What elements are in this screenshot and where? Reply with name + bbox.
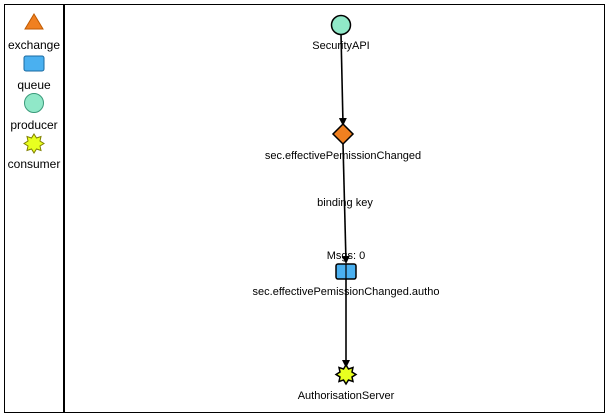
producer-label: SecurityAPI: [312, 40, 369, 52]
legend-panel: exchange queue producer consumer: [5, 5, 63, 412]
binding-key-label: binding key: [317, 197, 373, 209]
queue-node[interactable]: [335, 263, 357, 280]
consumer-label: AuthorisationServer: [298, 390, 395, 402]
queue-rect-icon: [23, 55, 45, 72]
legend-label-exchange: exchange: [7, 38, 61, 52]
edge-exchange-to-queue: [341, 143, 350, 264]
exchange-node[interactable]: [331, 122, 355, 146]
legend-label-producer: producer: [10, 118, 58, 132]
legend-icons: [23, 13, 45, 154]
consumer-node[interactable]: [334, 363, 358, 386]
queue-label: sec.effectivePemissionChanged.autho: [253, 286, 440, 298]
legend-label-consumer: consumer: [7, 157, 61, 171]
edge-producer-to-exchange: [338, 33, 347, 126]
consumer-starburst-icon: [23, 133, 45, 154]
producer-circle-icon: [24, 93, 44, 113]
exchange-triangle-icon: [24, 13, 44, 30]
diagram-frame: [4, 4, 605, 413]
legend-label-queue: queue: [17, 78, 51, 92]
legend-divider: [63, 4, 65, 413]
exchange-label: sec.effectivePemissionChanged: [265, 150, 421, 162]
queue-msgs-label: Msgs: 0: [327, 250, 366, 262]
producer-node[interactable]: [330, 14, 352, 36]
